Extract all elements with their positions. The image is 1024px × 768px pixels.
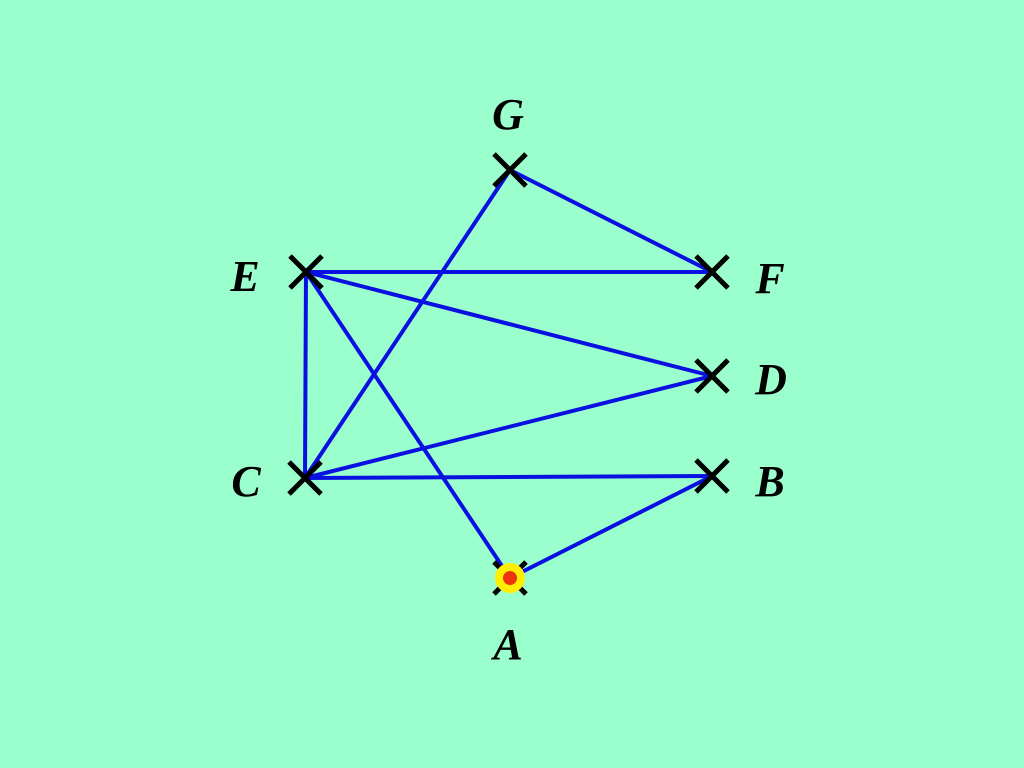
node-d-x-mark-icon [694, 358, 730, 394]
edge-e-a [304, 270, 512, 580]
node-b-x-mark-icon [694, 458, 730, 494]
node-label-f: F [754, 254, 784, 303]
node-label-c: C [231, 457, 261, 506]
edge-g-f [508, 168, 714, 274]
labels-layer: A B C D E F G [229, 90, 787, 669]
x-mark-stroke [694, 254, 730, 290]
x-mark-stroke [287, 460, 323, 496]
x-mark-stroke [694, 358, 730, 394]
x-mark-stroke [694, 458, 730, 494]
highlight-dot-icon [503, 571, 517, 585]
node-a-x-mark-icon [492, 560, 528, 596]
node-e-x-mark-icon [288, 254, 324, 290]
edge-e-d [304, 270, 714, 378]
node-label-d: D [754, 355, 787, 404]
edge-e-c [303, 270, 308, 480]
node-label-b: B [754, 457, 784, 506]
edges-layer [303, 168, 714, 580]
x-mark-stroke [288, 254, 324, 290]
node-label-e: E [229, 252, 259, 301]
node-f-x-mark-icon [694, 254, 730, 290]
edge-c-b [303, 474, 714, 480]
node-label-a: A [490, 620, 522, 669]
x-mark-stroke [492, 152, 528, 188]
node-g-x-mark-icon [492, 152, 528, 188]
node-c-x-mark-icon [287, 460, 323, 496]
edge-c-d [303, 374, 714, 480]
edge-a-b [508, 474, 714, 580]
markers-layer [287, 152, 730, 596]
edge-g-c [303, 168, 512, 480]
node-label-g: G [492, 90, 524, 139]
